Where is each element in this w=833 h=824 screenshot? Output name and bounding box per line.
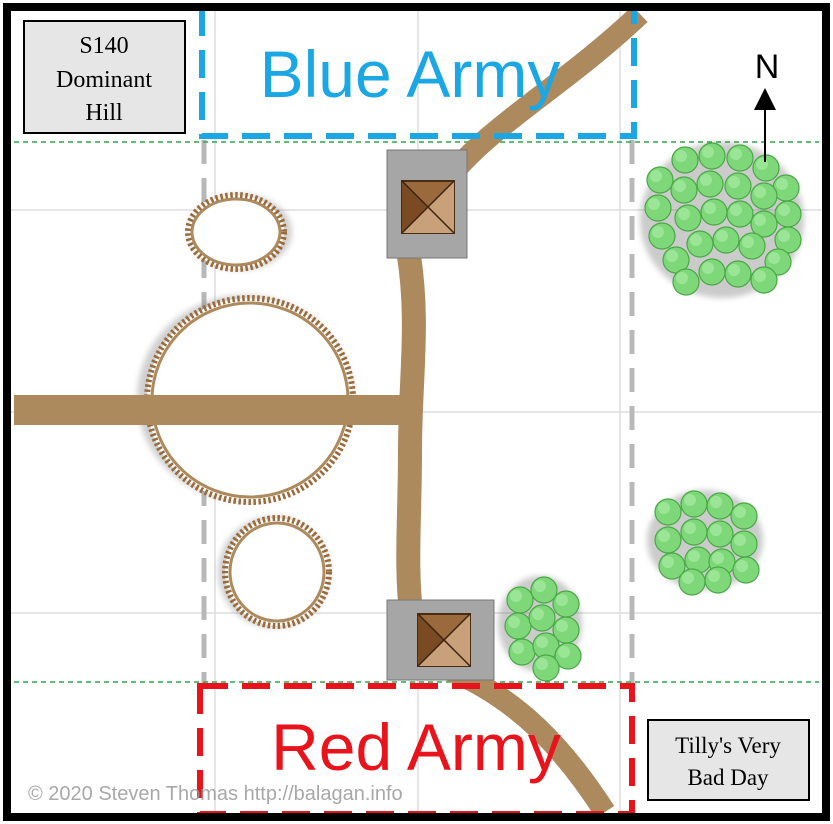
blue-army-label: Blue Army: [260, 37, 561, 111]
building-south: [386, 599, 495, 681]
road-south-exit: [445, 659, 615, 818]
roads: [14, 6, 648, 818]
scenario-name-line2: Hill: [85, 100, 123, 126]
board-border: [3, 3, 830, 821]
scenario-name-line1: Dominant: [56, 67, 152, 93]
subtitle-box: [647, 719, 810, 801]
hill-north: [185, 192, 292, 272]
copyright: © 2020 Steven Thomas http://balagan.info: [28, 783, 403, 805]
compass-label: N: [755, 48, 780, 86]
red-army-label: Red Army: [271, 710, 561, 784]
woods-northeast: [640, 142, 804, 298]
scenario-number: S140: [79, 33, 128, 59]
hill-south: [218, 515, 332, 629]
north-arrow-icon: [754, 88, 776, 162]
woods-south: [498, 576, 582, 682]
deployment-lines: [14, 141, 819, 683]
scenario-title-box: [23, 20, 186, 134]
woods-east: [647, 490, 763, 596]
subtitle-line1: Tilly's Very: [675, 733, 781, 758]
subtitle-line2: Bad Day: [687, 765, 769, 790]
road-north-south: [396, 247, 426, 622]
building-north: [386, 149, 468, 259]
